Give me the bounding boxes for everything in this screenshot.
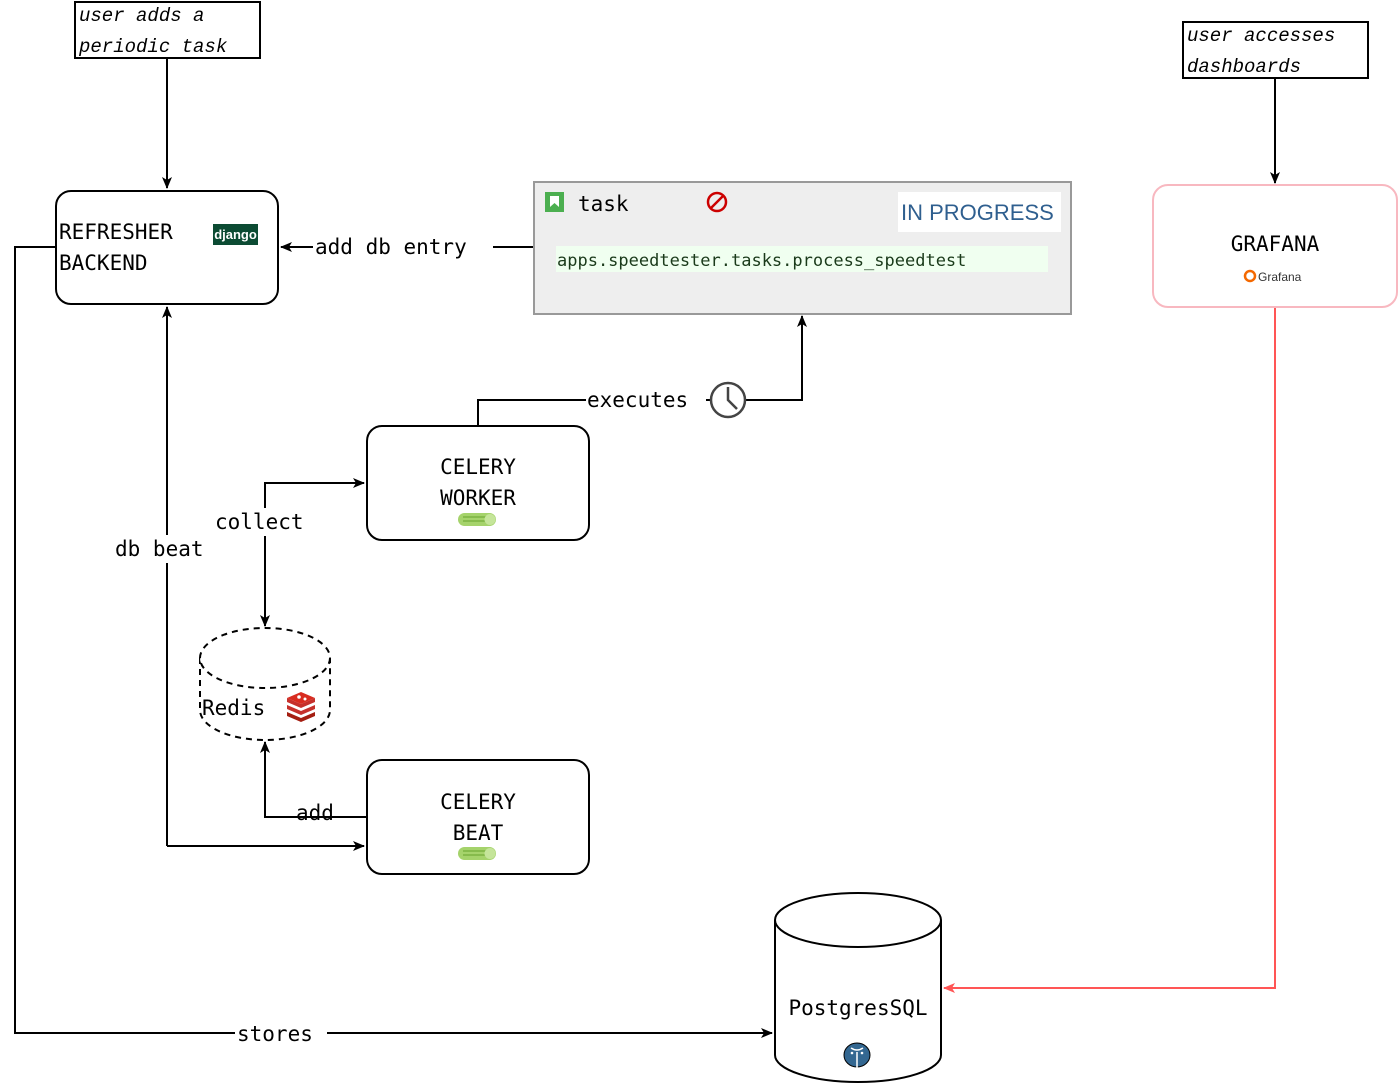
grafana-logo-text: Grafana [1258,270,1302,284]
redis-icon [287,692,315,722]
postgres-label: PostgresSQL [788,996,927,1020]
edge-grafana-to-postgres [943,307,1276,993]
label-add: add [296,801,334,825]
note-dashboards-line2: dashboards [1187,56,1301,78]
backend-label-line1: REFRESHER [59,220,173,244]
task-title: task [578,192,629,216]
edge-beat-add-to-redis [260,741,367,818]
clock-icon [709,381,747,419]
note-user-adds-periodic-task: user adds a periodic task [74,1,261,59]
note-user-accesses-dashboards: user accesses dashboards [1182,21,1369,79]
django-logo: django [213,224,258,245]
node-grafana[interactable]: GRAFANA Grafana [1152,184,1398,308]
node-postgres[interactable]: PostgresSQL [774,892,942,1083]
redis-label: Redis [202,696,265,720]
ban-icon [706,191,728,213]
label-db-beat: db beat [115,537,204,561]
worker-label-line1: CELERY [440,455,516,479]
edges [14,58,1280,1038]
worker-label-line2: WORKER [440,486,516,510]
node-celery-beat[interactable]: CELERY BEAT [366,759,590,875]
backend-label-line2: BACKEND [59,251,148,275]
edge-backend-stores-postgres [14,246,773,1038]
beat-label-line1: CELERY [440,790,516,814]
label-collect: collect [215,510,304,534]
celery-icon [458,847,496,860]
postgres-elephant-icon [843,1042,871,1068]
label-executes: executes [587,388,688,412]
label-stores: stores [237,1022,313,1046]
node-refresher-backend[interactable]: REFRESHER BACKEND django [55,190,279,305]
label-add-db-entry: add db entry [315,235,467,259]
celery-icon [458,513,496,526]
note-dashboards-line1: user accesses [1187,25,1335,47]
node-redis[interactable]: Redis [199,627,331,741]
task-status: IN PROGRESS [901,200,1054,225]
task-card[interactable]: task IN PROGRESS apps.speedtester.tasks.… [533,181,1072,315]
grafana-swirl-icon [1243,269,1257,283]
node-celery-worker[interactable]: CELERY WORKER [366,425,590,541]
note-periodic-line2: periodic task [78,36,228,58]
grafana-label: GRAFANA [1231,232,1320,256]
bookmark-icon [545,192,564,212]
beat-label-line2: BEAT [453,821,504,845]
grafana-logo: Grafana [1243,269,1302,284]
django-logo-text: django [214,227,257,242]
edge-collect-to-worker [264,478,365,520]
task-name: apps.speedtester.tasks.process_speedtest [557,251,966,271]
note-periodic-line1: user adds a [79,5,204,27]
